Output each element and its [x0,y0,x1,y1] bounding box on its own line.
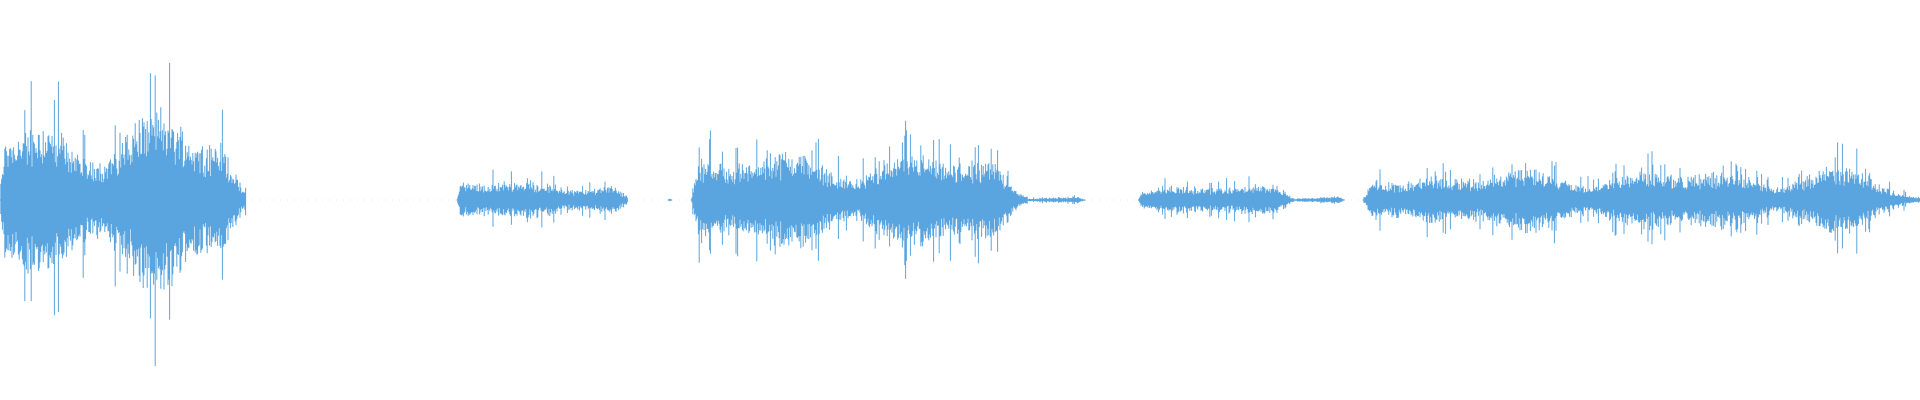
waveform-segment [690,120,1028,279]
waveform-segment [1295,196,1345,204]
waveform-segment [1362,142,1920,254]
waveform-segment [456,169,628,228]
waveform-segment [1026,195,1086,205]
waveform-segment [1138,176,1296,223]
waveform-segment [0,62,247,366]
waveform-segment [667,198,672,202]
